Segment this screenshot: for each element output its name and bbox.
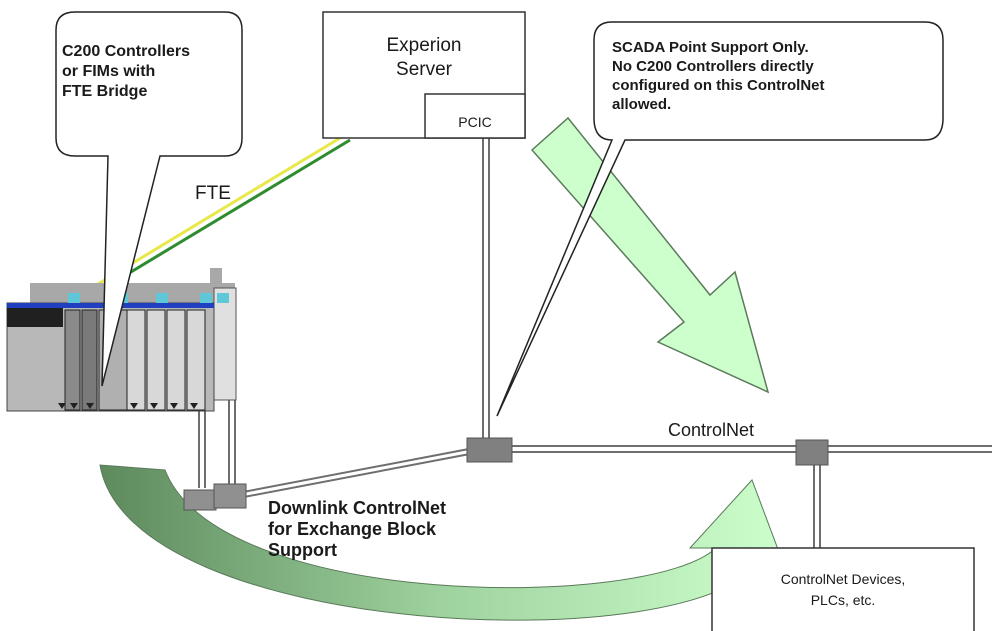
experion-server-label: Experion Server — [386, 35, 462, 80]
controlnet-label: ControlNet — [668, 420, 755, 440]
callout-right-text: SCADA Point Support Only. No C200 Contro… — [612, 39, 825, 113]
controlnet-tap-center — [466, 437, 513, 463]
callout-left-text: C200 Controllers or FIMs with FTE Bridge — [62, 43, 191, 100]
scada-data-arrow — [530, 116, 770, 394]
downlink-tap-1 — [183, 489, 217, 511]
downlink-label: Downlink ControlNet for Exchange Block S… — [268, 498, 446, 560]
pcic-label: PCIC — [458, 114, 492, 130]
fte-label: FTE — [195, 183, 231, 204]
fte-cable-yellow — [92, 133, 346, 289]
pcic-box — [424, 93, 526, 139]
callout-right-bubble — [496, 21, 944, 417]
callout-left-bubble — [55, 11, 243, 387]
controlnet-cables — [198, 137, 992, 548]
downlink-tap-2 — [213, 483, 247, 509]
controlnet-tap-right — [795, 439, 829, 466]
controlnet-devices-label: ControlNet Devices, PLCs, etc. — [780, 571, 906, 608]
fte-cable-green — [100, 138, 351, 292]
controlnet-devices-box — [711, 547, 975, 631]
